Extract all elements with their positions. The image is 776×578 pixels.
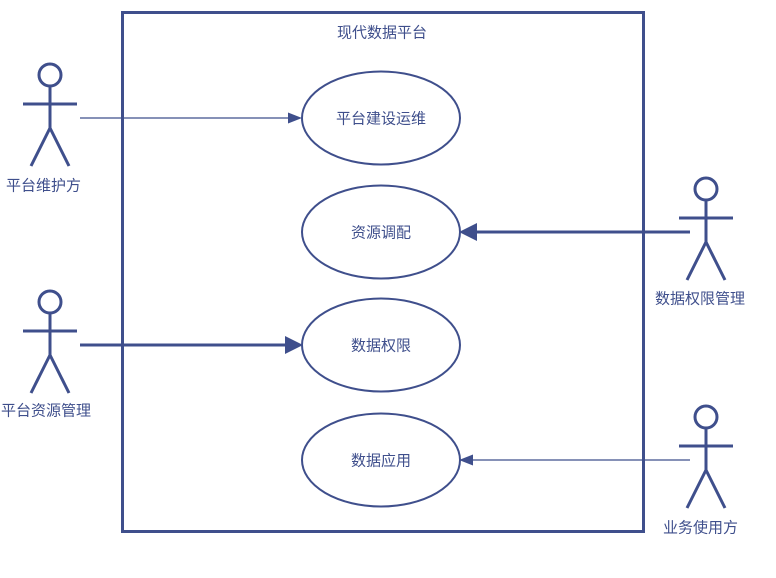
use-case-ellipse[interactable] [301,412,461,508]
actor-data-permission-admin[interactable]: 数据权限管理 [655,176,745,308]
arrowhead-icon [459,223,477,241]
actor-platform-resource-manager[interactable]: 平台资源管理 [1,289,91,420]
actor-label: 平台资源管理 [1,402,91,420]
stick-figure-icon [679,404,733,509]
use-case-ellipse[interactable] [301,184,461,280]
stick-figure-icon [679,176,733,281]
use-case-data-permission[interactable]: 数据权限 [301,297,461,393]
association-resource-mgmt-to-data-permission [80,336,303,354]
system-boundary-box [121,11,645,533]
arrowhead-icon [285,336,303,354]
actor-label: 数据权限管理 [655,290,745,308]
use-case-label: 数据应用 [351,452,411,470]
use-case-resource-allocation[interactable]: 资源调配 [301,184,461,280]
association-permission-admin-to-resource-allocation [459,223,690,241]
system-title: 现代数据平台 [337,24,427,42]
stick-figure-icon [23,62,77,167]
arrowhead-icon [459,454,473,466]
use-case-ellipse[interactable] [301,70,461,166]
use-case-label: 资源调配 [351,224,411,242]
association-maintainer-to-platform-ops [80,112,302,124]
actor-label: 业务使用方 [663,519,738,537]
use-case-label: 数据权限 [351,337,411,355]
actor-label: 平台维护方 [6,177,81,195]
actor-platform-maintainer[interactable]: 平台维护方 [6,62,81,195]
use-case-ellipse[interactable] [301,297,461,393]
use-case-data-application[interactable]: 数据应用 [301,412,461,508]
stick-figure-icon [23,289,77,394]
arrowhead-icon [288,112,302,124]
association-business-user-to-data-application [459,454,690,466]
use-case-label: 平台建设运维 [336,110,426,128]
use-case-platform-construction-ops[interactable]: 平台建设运维 [301,70,461,166]
actor-business-user[interactable]: 业务使用方 [663,404,738,537]
